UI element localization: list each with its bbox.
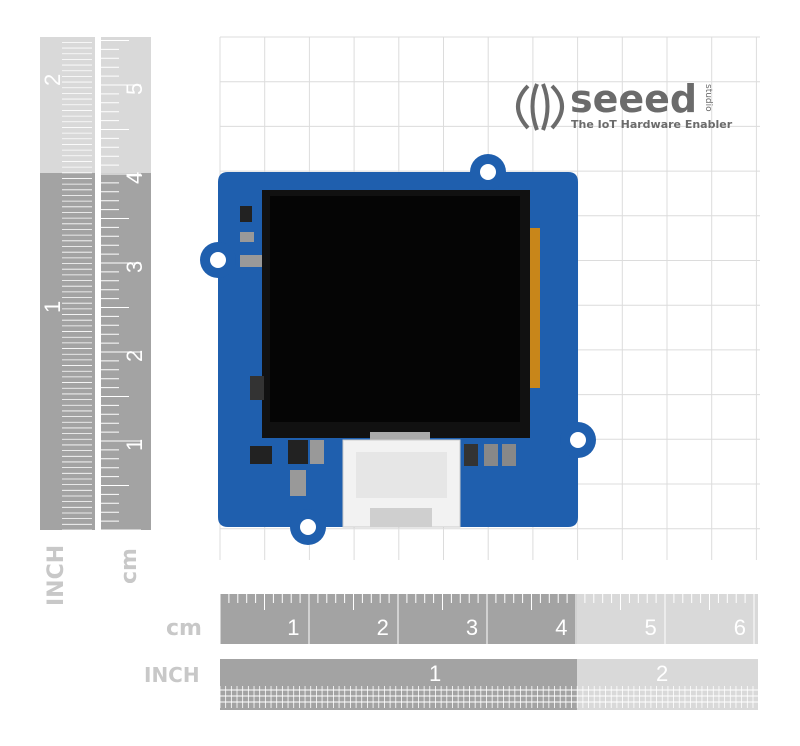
horizontal-cm-label: 4	[555, 615, 567, 640]
vertical-cm-label: 4	[122, 172, 147, 184]
horizontal-cm-label: 5	[645, 615, 657, 640]
vertical-cm-label: 5	[122, 83, 147, 95]
grove-connector	[342, 439, 461, 528]
oled-module-board	[200, 154, 596, 545]
seeed-flame-icon	[516, 83, 564, 131]
seeed-logo: seeed studio The IoT Hardware Enabler	[516, 77, 733, 131]
tagline: The IoT Hardware Enabler	[571, 118, 733, 131]
ruler-light	[577, 594, 758, 644]
horizontal-cm-unit: cm	[166, 616, 202, 641]
horizontal-cm-label: 6	[734, 615, 746, 640]
horizontal-rulers: 1 2 3 4 5 6 1 2	[219, 594, 758, 710]
horizontal-cm-label: 1	[287, 615, 299, 640]
vertical-cm-label: 2	[122, 350, 147, 362]
ruler-dark	[40, 173, 95, 530]
vertical-cm-label: 3	[122, 261, 147, 273]
horizontal-inch-label: 1	[429, 661, 441, 686]
mount-hole	[570, 432, 586, 448]
logo-text: seeed	[570, 77, 697, 121]
flex-cable	[528, 228, 540, 388]
mount-hole	[480, 164, 496, 180]
horizontal-inch-unit: INCH	[144, 663, 200, 687]
horizontal-inch-label: 2	[656, 661, 668, 686]
vertical-inch-unit: INCH	[44, 545, 69, 606]
logo-subtext: studio	[703, 84, 713, 112]
vertical-inch-label: 1	[40, 301, 65, 313]
horizontal-cm-label: 2	[377, 615, 389, 640]
vertical-rulers: 1 2 3 4 5 1 2	[40, 37, 151, 531]
vertical-inch-label: 2	[40, 74, 65, 86]
vertical-cm-label: 1	[122, 439, 147, 451]
mount-hole	[210, 252, 226, 268]
oled-display	[270, 196, 520, 422]
mount-hole	[300, 519, 316, 535]
vertical-cm-unit: cm	[117, 548, 142, 584]
ruler-light	[101, 37, 151, 173]
horizontal-cm-label: 3	[466, 615, 478, 640]
